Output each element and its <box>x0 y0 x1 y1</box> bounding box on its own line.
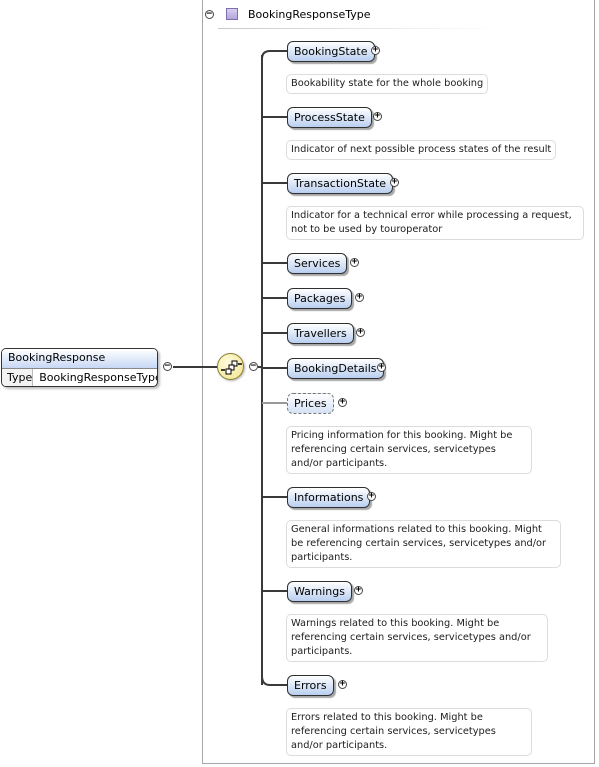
connector-prices <box>262 402 287 404</box>
connector-services <box>262 262 287 264</box>
spine-bottom-curve <box>261 676 289 686</box>
root-type-value: BookingResponseType <box>39 371 158 384</box>
element-travellers[interactable]: Travellers <box>287 323 354 344</box>
expand-transaction-state-icon[interactable]: + <box>390 177 399 187</box>
expand-travellers-icon[interactable]: + <box>356 327 365 337</box>
sequence-icon <box>221 360 242 375</box>
doc-booking-state: Bookability state for the whole booking <box>286 74 489 94</box>
connector-process-state <box>262 116 287 118</box>
element-transaction-state[interactable]: TransactionState <box>287 173 394 194</box>
doc-errors: Errors related to this booking. Might be… <box>286 708 532 756</box>
connector-travellers <box>262 332 287 334</box>
spine-top-curve <box>261 50 289 59</box>
expand-prices-icon[interactable]: + <box>338 397 347 407</box>
element-process-state[interactable]: ProcessState <box>287 107 372 128</box>
connector-transaction-state <box>262 182 287 184</box>
element-services[interactable]: Services <box>287 253 348 274</box>
connector-packages <box>262 297 287 299</box>
root-element-name: BookingResponse <box>2 349 157 369</box>
root-type-label: Type <box>2 369 34 386</box>
sequence-collapse-icon[interactable]: − <box>249 361 258 371</box>
element-informations[interactable]: Informations <box>287 487 371 508</box>
expand-errors-icon[interactable]: + <box>338 679 347 689</box>
root-element-box[interactable]: BookingResponse Type BookingResponseType <box>1 348 158 387</box>
doc-process-state: Indicator of next possible process state… <box>286 140 557 160</box>
element-packages[interactable]: Packages <box>287 288 353 309</box>
connector-warnings <box>262 590 287 592</box>
doc-informations: General informations related to this boo… <box>286 520 561 568</box>
element-errors[interactable]: Errors <box>287 675 334 696</box>
element-booking-details[interactable]: BookingDetails <box>287 358 384 379</box>
complex-type-icon <box>226 8 238 20</box>
expand-process-state-icon[interactable]: + <box>373 111 382 121</box>
root-collapse-icon[interactable]: − <box>163 361 172 371</box>
expand-booking-state-icon[interactable]: + <box>371 45 380 55</box>
type-header-divider <box>218 28 498 29</box>
connector-booking-details <box>262 367 287 369</box>
sequence-connector <box>258 366 263 368</box>
expand-services-icon[interactable]: + <box>350 257 359 267</box>
expand-informations-icon[interactable]: + <box>367 491 376 501</box>
element-warnings[interactable]: Warnings <box>287 581 352 602</box>
expand-warnings-icon[interactable]: + <box>354 585 363 595</box>
sequence-compositor[interactable] <box>217 353 244 380</box>
doc-prices: Pricing information for this booking. Mi… <box>286 426 532 474</box>
collapse-type-icon[interactable]: − <box>205 9 214 19</box>
doc-warnings: Warnings related to this booking. Might … <box>286 614 548 662</box>
doc-transaction-state: Indicator for a technical error while pr… <box>286 206 584 240</box>
type-title: BookingResponseType <box>248 8 371 21</box>
element-booking-state[interactable]: BookingState <box>287 41 375 62</box>
root-type-row: Type BookingResponseType <box>2 369 158 386</box>
expand-booking-details-icon[interactable]: + <box>377 362 386 372</box>
element-prices[interactable]: Prices <box>287 393 334 414</box>
root-connector <box>173 366 217 368</box>
expand-packages-icon[interactable]: + <box>355 292 364 302</box>
connector-informations <box>262 496 287 498</box>
children-spine <box>261 55 263 685</box>
